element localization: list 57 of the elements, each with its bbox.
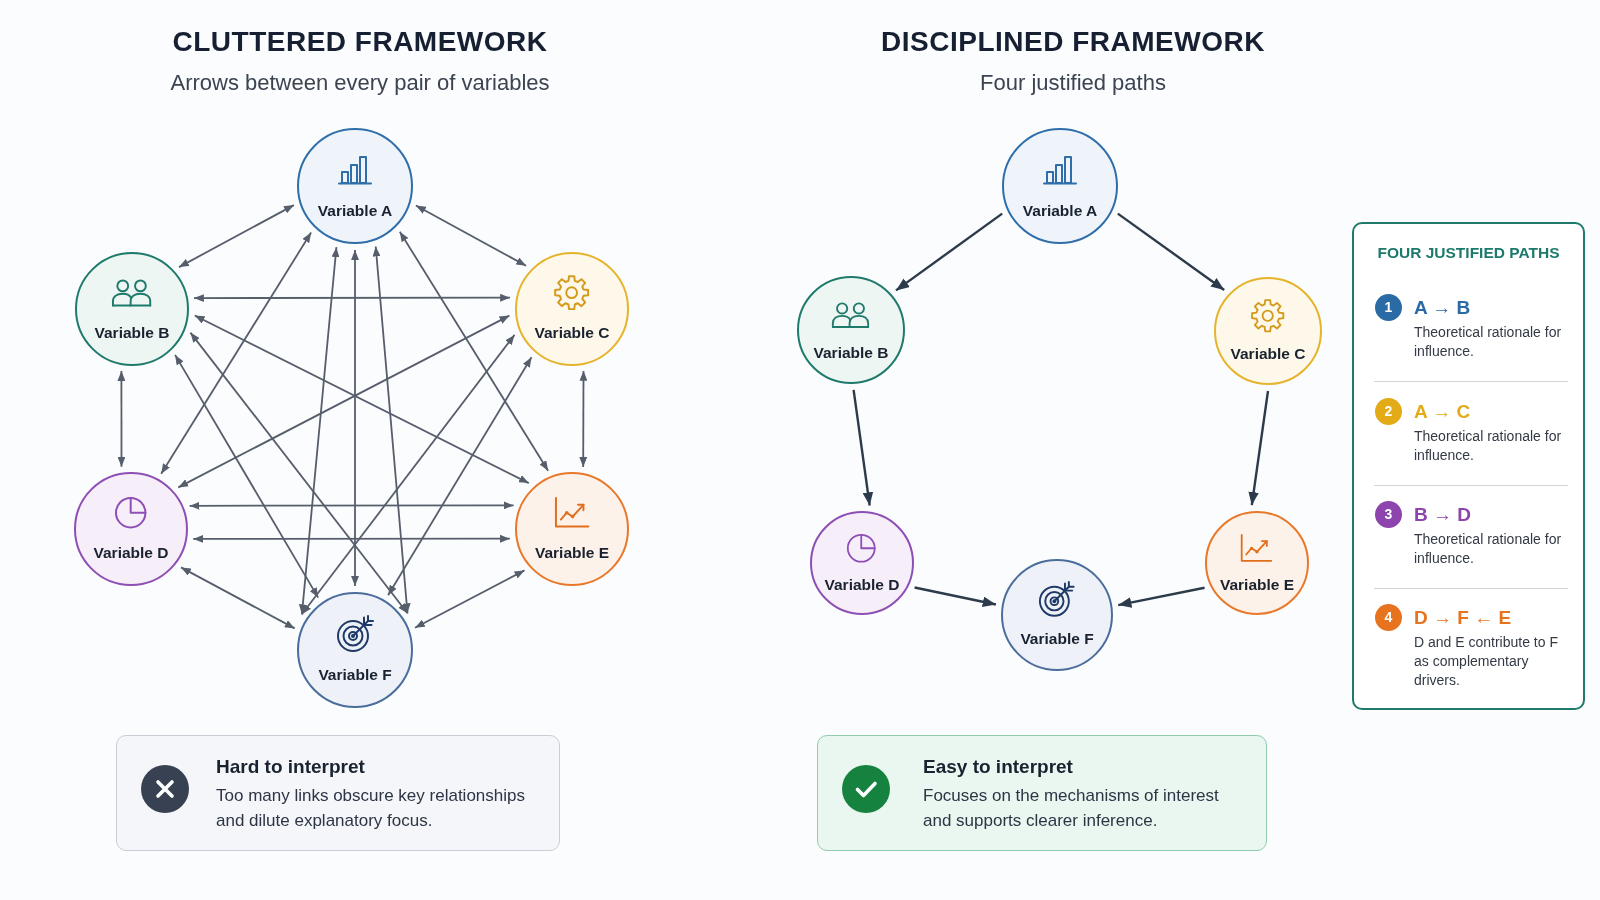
path-label: B → D <box>1414 502 1471 527</box>
double-headed-arrow <box>298 246 340 616</box>
variable-label: Variable D <box>824 574 900 594</box>
card-heading: Easy to interpret <box>923 755 1073 779</box>
double-headed-arrow <box>387 356 533 597</box>
path-label: A → C <box>1414 399 1471 424</box>
step-number: 4 <box>1375 604 1402 631</box>
subtitle: Arrows between every pair of variables <box>170 69 550 97</box>
card-text: Too many links obscure key relationships and dilute explanatory focus. <box>216 785 526 832</box>
double-headed-arrow <box>193 293 511 303</box>
double-headed-arrow <box>579 370 588 468</box>
variable-label: Variable F <box>1020 628 1094 648</box>
step-number: 2 <box>1375 398 1402 425</box>
double-headed-arrow <box>414 569 526 629</box>
double-headed-arrow <box>188 501 515 510</box>
variable-label: Variable A <box>1022 200 1098 220</box>
path-description: Theoretical rationale for influence. <box>1414 323 1563 361</box>
double-headed-arrow <box>117 370 126 468</box>
path-description: D and E contribute to F as complementary drivers. <box>1414 633 1559 690</box>
arrow <box>1117 586 1205 608</box>
path-description: Theoretical rationale for influence. <box>1414 427 1563 465</box>
arrow <box>1117 212 1225 291</box>
double-headed-arrow <box>160 231 312 475</box>
double-headed-arrow <box>351 249 359 587</box>
double-headed-arrow <box>189 331 409 615</box>
double-headed-arrow <box>174 354 320 599</box>
variable-label: Variable A <box>317 200 393 220</box>
variable-label: Variable E <box>1219 574 1295 594</box>
arrow <box>1248 390 1270 506</box>
variable-label: Variable B <box>94 322 170 342</box>
double-headed-arrow <box>372 245 411 615</box>
subtitle: Four justified paths <box>980 69 1166 97</box>
variable-label: Variable D <box>93 542 169 562</box>
variable-label: Variable E <box>534 542 610 562</box>
double-headed-arrow <box>180 566 296 630</box>
double-headed-arrow <box>192 534 511 543</box>
heading: CLUTTERED FRAMEWORK <box>172 25 548 59</box>
variable-label: Variable C <box>534 322 610 342</box>
card-text: Focuses on the mechanisms of interest and supports clearer inference. <box>923 785 1220 832</box>
heading: DISCIPLINED FRAMEWORK <box>881 25 1265 59</box>
path-label: A → B <box>1414 295 1471 320</box>
double-headed-arrow <box>398 230 549 472</box>
step-number: 1 <box>1375 294 1402 321</box>
step-number: 3 <box>1375 501 1402 528</box>
variable-label: Variable C <box>1230 343 1306 363</box>
path-label: D → F ← E <box>1414 605 1512 630</box>
double-headed-arrow <box>178 204 295 268</box>
arrow <box>914 586 997 607</box>
variable-label: Variable F <box>318 664 392 684</box>
card-heading: Hard to interpret <box>216 755 365 779</box>
double-headed-arrow <box>301 334 516 616</box>
panel-heading: FOUR JUSTIFIED PATHS <box>1377 243 1560 263</box>
variable-label: Variable B <box>813 342 889 362</box>
arrow <box>895 212 1003 292</box>
path-description: Theoretical rationale for influence. <box>1414 530 1563 568</box>
arrow <box>852 389 874 506</box>
double-headed-arrow <box>415 204 527 267</box>
